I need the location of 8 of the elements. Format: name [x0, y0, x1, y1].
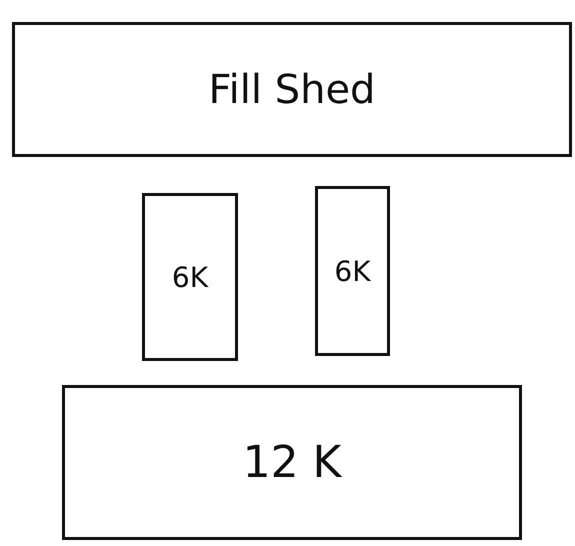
shed-box — [12, 22, 572, 157]
box-label: Fill Shed — [208, 66, 376, 112]
box-label: 12 K — [242, 437, 342, 488]
tank-box — [142, 193, 238, 361]
tank-box — [315, 186, 390, 356]
tank-box — [62, 385, 522, 540]
box-label: 6K — [334, 254, 371, 288]
box-label: 6K — [172, 260, 208, 294]
